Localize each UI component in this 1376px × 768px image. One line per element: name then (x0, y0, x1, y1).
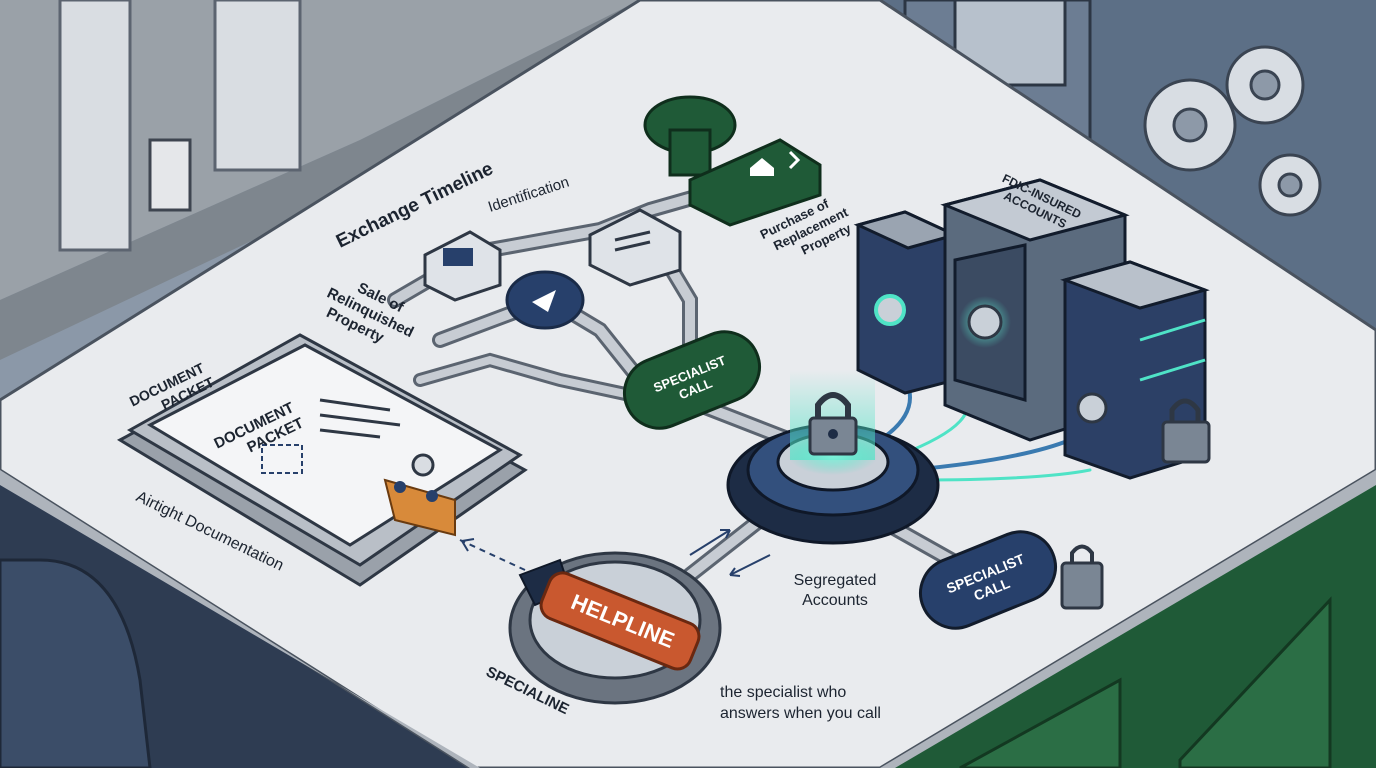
small-padlock-icon (1060, 544, 1104, 610)
helpline-module (508, 551, 722, 705)
segregated-accounts-label: Segregated Accounts (794, 572, 877, 609)
svg-text:answers when you call: answers when you call (720, 705, 881, 722)
gears-icon (1143, 45, 1322, 217)
arrow-icon (532, 290, 556, 312)
identification-node (423, 230, 502, 302)
home-icon (750, 158, 774, 176)
dashed-arrows (459, 529, 771, 577)
document-packet (116, 333, 528, 587)
svg-text:Accounts: Accounts (802, 592, 868, 609)
svg-text:Segregated: Segregated (794, 572, 877, 589)
padlock-icon (808, 392, 858, 456)
specialist-caption: the specialist who answers when you call (720, 684, 881, 722)
purchase-stamp (643, 95, 822, 227)
fdic-vault-servers (853, 178, 1211, 480)
specialist-call-bottom (919, 530, 1104, 630)
purchase-node-device (588, 208, 682, 287)
scan-icon (261, 444, 303, 474)
secure-hub (726, 370, 940, 545)
side-padlock-icon (1161, 398, 1211, 464)
svg-text:the specialist who: the specialist who (720, 684, 846, 701)
navigation-node (505, 270, 585, 330)
specialist-call-top (623, 330, 761, 430)
chevron-right-icon (788, 150, 801, 170)
